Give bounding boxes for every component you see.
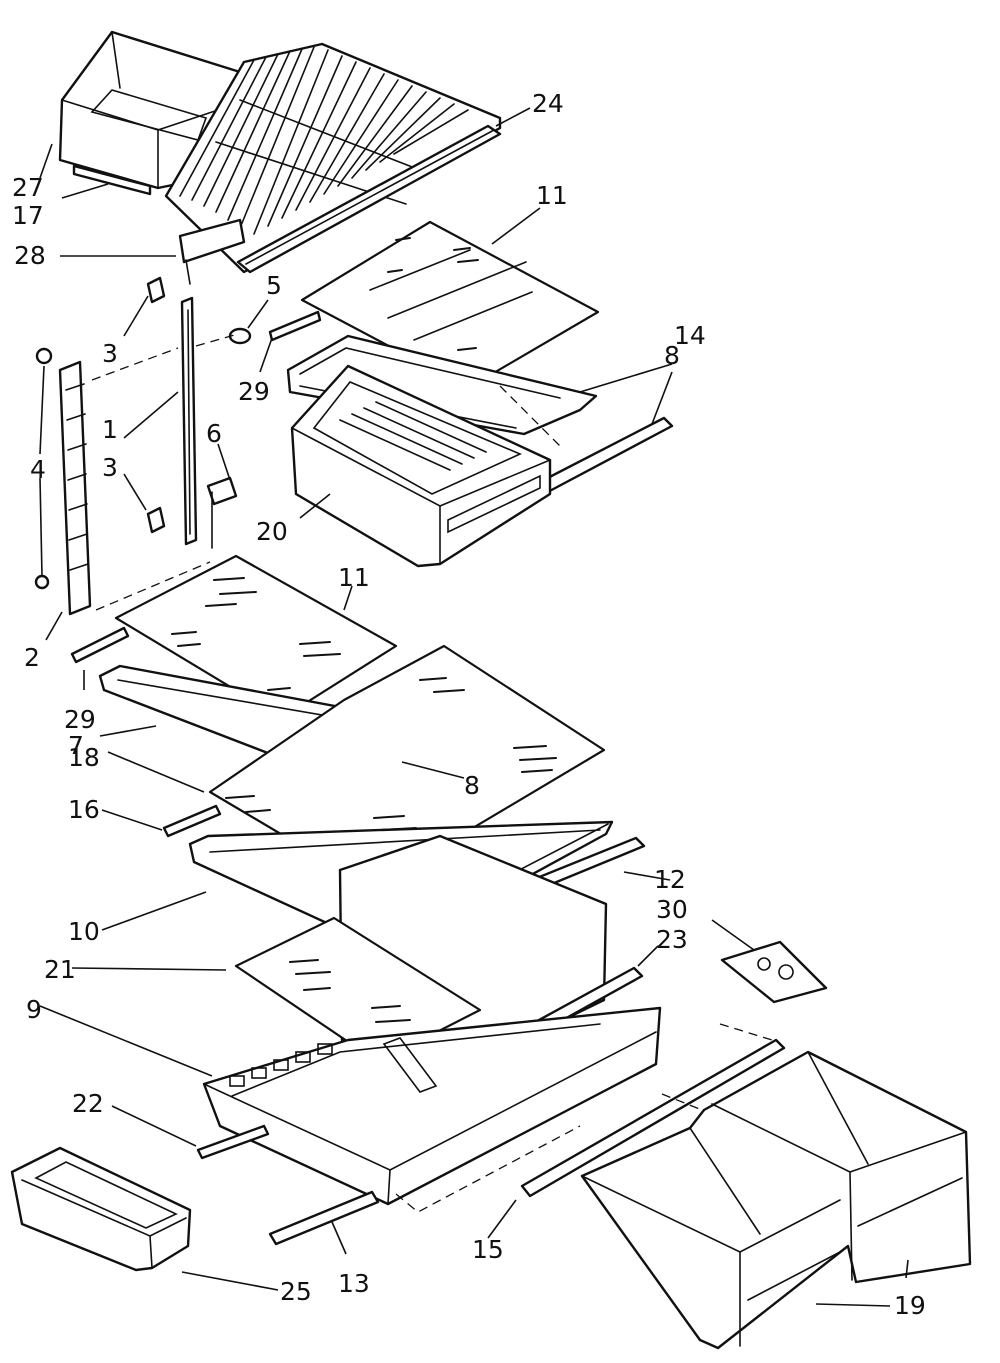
bracket-part-28 [178,218,246,285]
storage-bin-part-25 [10,1146,192,1272]
control-housing-part-9 [202,1006,662,1206]
callout-16: 16 [68,795,100,824]
rail-part-13 [268,1190,380,1246]
leader-lines [39,107,909,1307]
callout-17: 17 [12,201,44,230]
callout-27: 27 [12,173,44,202]
shelf-support-part-1 [180,296,198,546]
callout-9: 9 [26,995,42,1024]
callout-30: 30 [656,895,688,924]
callout-2: 2 [24,643,40,672]
callout-labels: 27 17 24 28 11 5 3 29 14 8 4 1 6 3 20 2 … [12,89,926,1320]
rail-part-8-upper [534,416,674,496]
callout-10: 10 [68,917,100,946]
callout-8-upper: 8 [664,341,680,370]
callout-22: 22 [72,1089,104,1118]
callout-15: 15 [472,1235,504,1264]
callout-18: 18 [68,743,100,772]
rail-part-29-upper [268,310,322,342]
callout-28: 28 [14,241,46,270]
alignment-lines [91,333,773,1213]
callout-24: 24 [532,89,564,118]
callout-6: 6 [206,419,222,448]
rail-part-29-lower [70,626,130,664]
rail-part-17 [72,164,152,196]
callout-29-lower: 29 [64,705,96,734]
glass-panel-part-21 [234,916,482,1064]
callout-12: 12 [654,865,686,894]
callout-8-middle: 8 [464,771,480,800]
callout-7: 7 [68,731,84,760]
clip-part-6 [206,476,238,549]
cover-plate-part-30 [720,940,828,1004]
bracket-part-3-lower [146,506,166,534]
rail-part-16 [162,804,222,838]
callout-21: 21 [44,955,76,984]
callout-11-lower: 11 [338,563,370,592]
wire-shelf [164,42,502,274]
callout-14: 14 [674,321,706,350]
bracket-part-3-upper [146,276,166,304]
crisper-drawers-part-19 [580,1050,972,1350]
rail-part-15 [520,1038,786,1198]
callout-3-lower: 3 [102,453,118,482]
callout-1: 1 [102,415,118,444]
rail-part-22 [196,1124,270,1160]
callout-23: 23 [656,925,688,954]
callout-25: 25 [280,1277,312,1306]
callout-29-upper: 29 [238,377,270,406]
rail-part-24 [236,124,502,274]
callout-11-upper: 11 [536,181,568,210]
crisper-drawer-part-20 [290,364,552,568]
callout-19: 19 [894,1291,926,1320]
callout-5: 5 [266,271,282,300]
callout-20: 20 [256,517,288,546]
callout-4: 4 [30,455,46,484]
callout-13: 13 [338,1269,370,1298]
shelf-ladder-part-2 [34,347,92,616]
callout-3-upper: 3 [102,339,118,368]
